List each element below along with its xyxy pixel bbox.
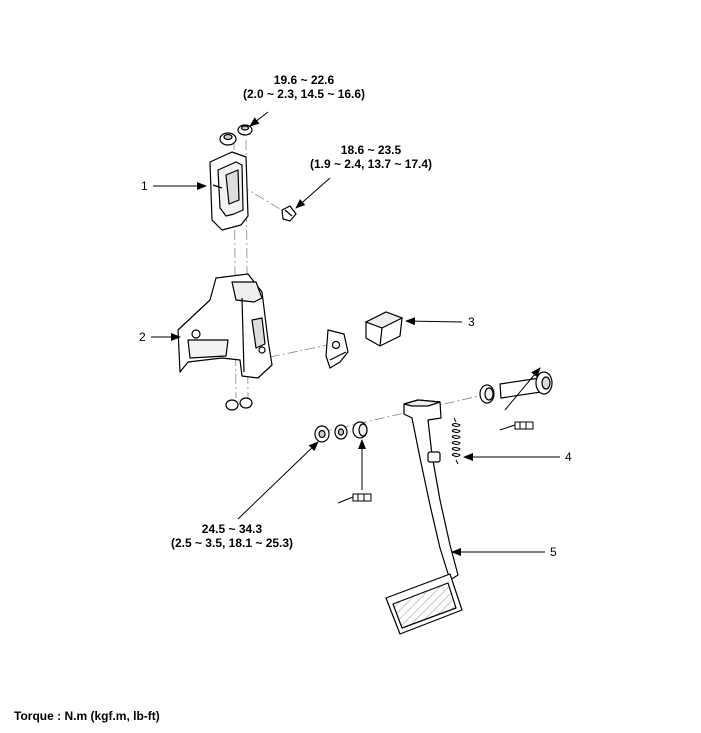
top-nuts xyxy=(219,124,253,146)
torque-value-alt-units: (2.5 ~ 3.5, 18.1 ~ 25.3) xyxy=(170,536,294,550)
torque-label-top: 19.6 ~ 22.6 (2.0 ~ 2.3, 14.5 ~ 16.6) xyxy=(243,73,365,101)
pivot-bolt xyxy=(479,371,553,404)
leader-torque-side xyxy=(295,177,331,209)
torque-label-side-bolt: 18.6 ~ 23.5 (1.9 ~ 2.4, 13.7 ~ 17.4) xyxy=(310,143,432,171)
bottom-bolts xyxy=(225,397,253,411)
torque-value: 19.6 ~ 22.6 xyxy=(273,73,335,87)
leader-grease-bolt xyxy=(504,367,541,411)
switch-bracket xyxy=(325,329,349,369)
torque-label-pivot: 24.5 ~ 34.3 (2.5 ~ 3.5, 18.1 ~ 25.3) xyxy=(171,522,293,550)
callout-2: 2 xyxy=(139,330,146,344)
torque-value-alt-units: (2.0 ~ 2.3, 14.5 ~ 16.6) xyxy=(242,87,366,101)
torque-value-alt-units: (1.9 ~ 2.4, 13.7 ~ 17.4) xyxy=(309,157,433,171)
leader-part-3 xyxy=(405,317,463,326)
callout-1: 1 xyxy=(141,179,148,193)
grease-symbols xyxy=(337,421,534,504)
leader-torque-top xyxy=(249,111,269,127)
upper-bracket xyxy=(209,151,249,231)
lower-bracket xyxy=(177,273,273,379)
callout-5: 5 xyxy=(550,545,557,559)
leader-torque-pivot xyxy=(237,441,319,520)
alignment-lines xyxy=(233,139,493,433)
brake-pedal xyxy=(385,399,463,635)
side-bolt xyxy=(281,205,297,222)
callout-3: 3 xyxy=(468,315,475,329)
pivot-washers xyxy=(314,421,368,443)
leader-lines xyxy=(151,111,560,556)
torque-value: 24.5 ~ 34.3 xyxy=(201,522,263,536)
torque-value: 18.6 ~ 23.5 xyxy=(340,143,402,157)
stop-lamp-switch xyxy=(364,311,404,347)
torque-units-note: Torque : N.m (kgf.m, lb-ft) xyxy=(14,709,160,723)
return-spring xyxy=(451,417,461,465)
callout-4: 4 xyxy=(565,450,572,464)
